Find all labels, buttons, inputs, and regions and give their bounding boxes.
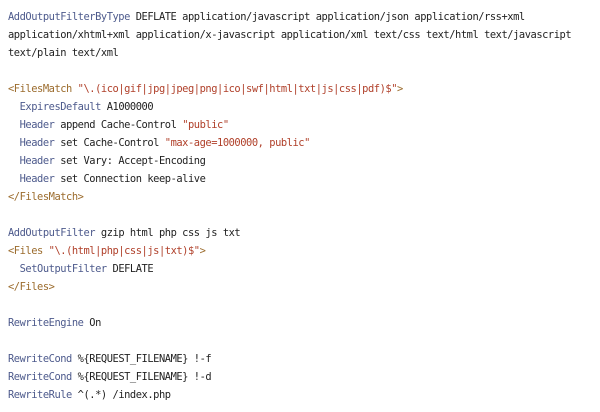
code-line	[8, 62, 600, 80]
code-token: <Files	[8, 245, 43, 257]
code-line: <Files "\.(html|php|css|js|txt)$">	[8, 242, 600, 260]
code-line: <FilesMatch "\.(ico|gif|jpg|jpeg|png|ico…	[8, 80, 600, 98]
code-token: ^(.*) /index.php	[71, 389, 171, 401]
code-token: A1000000	[100, 101, 154, 113]
code-token: append Cache-Control	[54, 119, 183, 131]
code-token: set Connection keep-alive	[54, 173, 206, 185]
code-line	[8, 332, 600, 350]
code-token: >	[397, 83, 403, 95]
code-line: Header set Connection keep-alive	[8, 170, 600, 188]
code-token: RewriteEngine	[8, 317, 84, 329]
code-token: "\.(html|php|css|js|txt)$"	[42, 245, 200, 257]
code-line: RewriteRule ^(.*) /index.php	[8, 386, 600, 404]
code-token: "max-age=1000000, public"	[164, 137, 311, 149]
code-token: "public"	[182, 119, 229, 131]
code-line: RewriteCond %{REQUEST_FILENAME} !-d	[8, 368, 600, 386]
code-line: RewriteCond %{REQUEST_FILENAME} !-f	[8, 350, 600, 368]
code-line: </FilesMatch>	[8, 188, 600, 206]
code-line: Header set Vary: Accept-Encoding	[8, 152, 600, 170]
code-token: Header	[8, 119, 55, 131]
code-line: Header set Cache-Control "max-age=100000…	[8, 134, 600, 152]
code-token: <FilesMatch	[8, 83, 72, 95]
code-token: DEFLATE	[106, 263, 154, 275]
code-token: %{REQUEST_FILENAME} !-d	[71, 371, 212, 383]
code-token: RewriteCond	[8, 353, 72, 365]
code-token: set Vary: Accept-Encoding	[54, 155, 206, 167]
code-token: DEFLATE application/javascript applicati…	[129, 11, 525, 23]
code-token: RewriteCond	[8, 371, 72, 383]
code-token: %{REQUEST_FILENAME} !-f	[71, 353, 212, 365]
code-line: AddOutputFilterByType DEFLATE applicatio…	[8, 8, 600, 26]
code-line	[8, 206, 600, 224]
code-token: Header	[8, 155, 55, 167]
code-token: ExpiresDefault	[8, 101, 102, 113]
code-token: application/xhtml+xml application/x-java…	[8, 29, 572, 41]
code-line: text/plain text/xml	[8, 44, 600, 62]
code-line: Header append Cache-Control "public"	[8, 116, 600, 134]
code-line: ExpiresDefault A1000000	[8, 98, 600, 116]
code-token: SetOutputFilter	[8, 263, 108, 275]
code-token: "\.(ico|gif|jpg|jpeg|png|ico|swf|html|tx…	[71, 83, 398, 95]
code-token: gzip html php css js txt	[95, 227, 241, 239]
code-token: Header	[8, 137, 55, 149]
code-token: AddOutputFilterByType	[8, 11, 130, 23]
code-token: RewriteRule	[8, 389, 72, 401]
code-token: </FilesMatch>	[8, 191, 84, 203]
code-line	[8, 296, 600, 314]
code-token: set Cache-Control	[54, 137, 165, 149]
code-line: RewriteEngine On	[8, 314, 600, 332]
code-line: SetOutputFilter DEFLATE	[8, 260, 600, 278]
code-token: >	[199, 245, 206, 257]
code-line: </Files>	[8, 278, 600, 296]
code-line: application/xhtml+xml application/x-java…	[8, 26, 600, 44]
code-token: </Files>	[8, 281, 55, 293]
code-token: Header	[8, 173, 55, 185]
code-token: AddOutputFilter	[8, 227, 96, 239]
code-token: On	[83, 317, 101, 329]
code-line: AddOutputFilter gzip html php css js txt	[8, 224, 600, 242]
code-token: text/plain text/xml	[8, 47, 119, 59]
